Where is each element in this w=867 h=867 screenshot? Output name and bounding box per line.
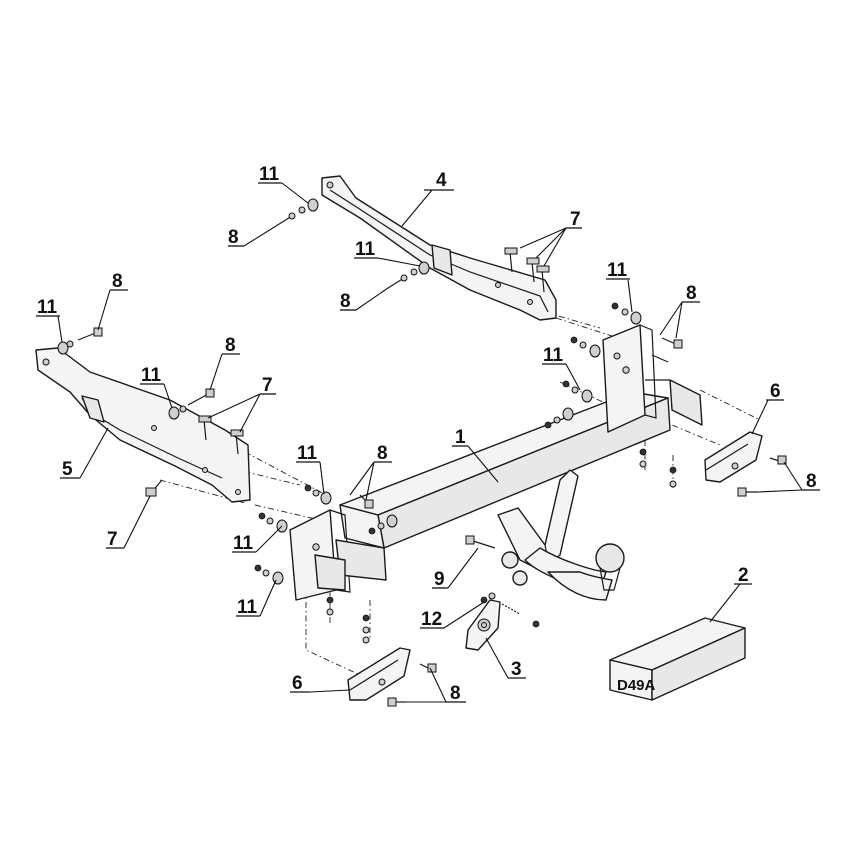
callout-11-mid-top: 11 (355, 239, 376, 260)
callout-8-right-lower: 8 (806, 471, 817, 492)
callout-12: 12 (421, 609, 442, 630)
callout-11-far-left: 11 (37, 297, 58, 318)
callout-11-center-left: 11 (297, 443, 318, 464)
crossbar-part-1 (289, 324, 703, 601)
kit-box-label: D49A (617, 677, 656, 694)
callout-9: 9 (434, 569, 445, 590)
socket-plate-part-3 (465, 599, 501, 651)
callout-8-center-left: 8 (377, 443, 388, 464)
callout-6-bottom: 6 (292, 673, 303, 694)
callout-numbers: 4 11 8 11 8 7 11 8 11 6 8 11 8 11 8 7 5 … (37, 164, 817, 704)
side-bracket-part-4 (321, 175, 557, 321)
callout-8-bottom: 8 (450, 683, 461, 704)
callout-1: 1 (455, 427, 466, 448)
lower-bracket-part-6-right (704, 431, 763, 483)
callout-8-left-mid: 8 (225, 335, 236, 356)
callout-6-right: 6 (770, 381, 781, 402)
callout-5: 5 (62, 459, 73, 480)
callout-11-top: 11 (259, 164, 280, 185)
callout-2: 2 (738, 565, 749, 586)
lower-bracket-part-6-left (347, 647, 411, 701)
callout-8-mid-top: 8 (340, 291, 351, 312)
callout-7-top: 7 (570, 209, 581, 230)
kit-box-part-2 (609, 617, 746, 701)
callout-11-right-mid: 11 (543, 345, 564, 366)
callout-11-left-mid: 11 (141, 365, 162, 386)
callout-11-right: 11 (607, 260, 628, 281)
callout-11-bottom-left: 11 (237, 597, 258, 618)
callout-7-bottom-left: 7 (107, 529, 118, 550)
callout-8-top-left: 8 (228, 227, 239, 248)
callout-8-right-upper: 8 (686, 283, 697, 304)
callout-11-center-lower: 11 (233, 533, 254, 554)
callout-4: 4 (436, 170, 447, 191)
leader-lines (36, 182, 820, 703)
callout-3: 3 (511, 659, 522, 680)
callout-7-left: 7 (262, 375, 273, 396)
callout-8-far-left: 8 (112, 271, 123, 292)
side-bracket-part-5 (35, 347, 251, 503)
